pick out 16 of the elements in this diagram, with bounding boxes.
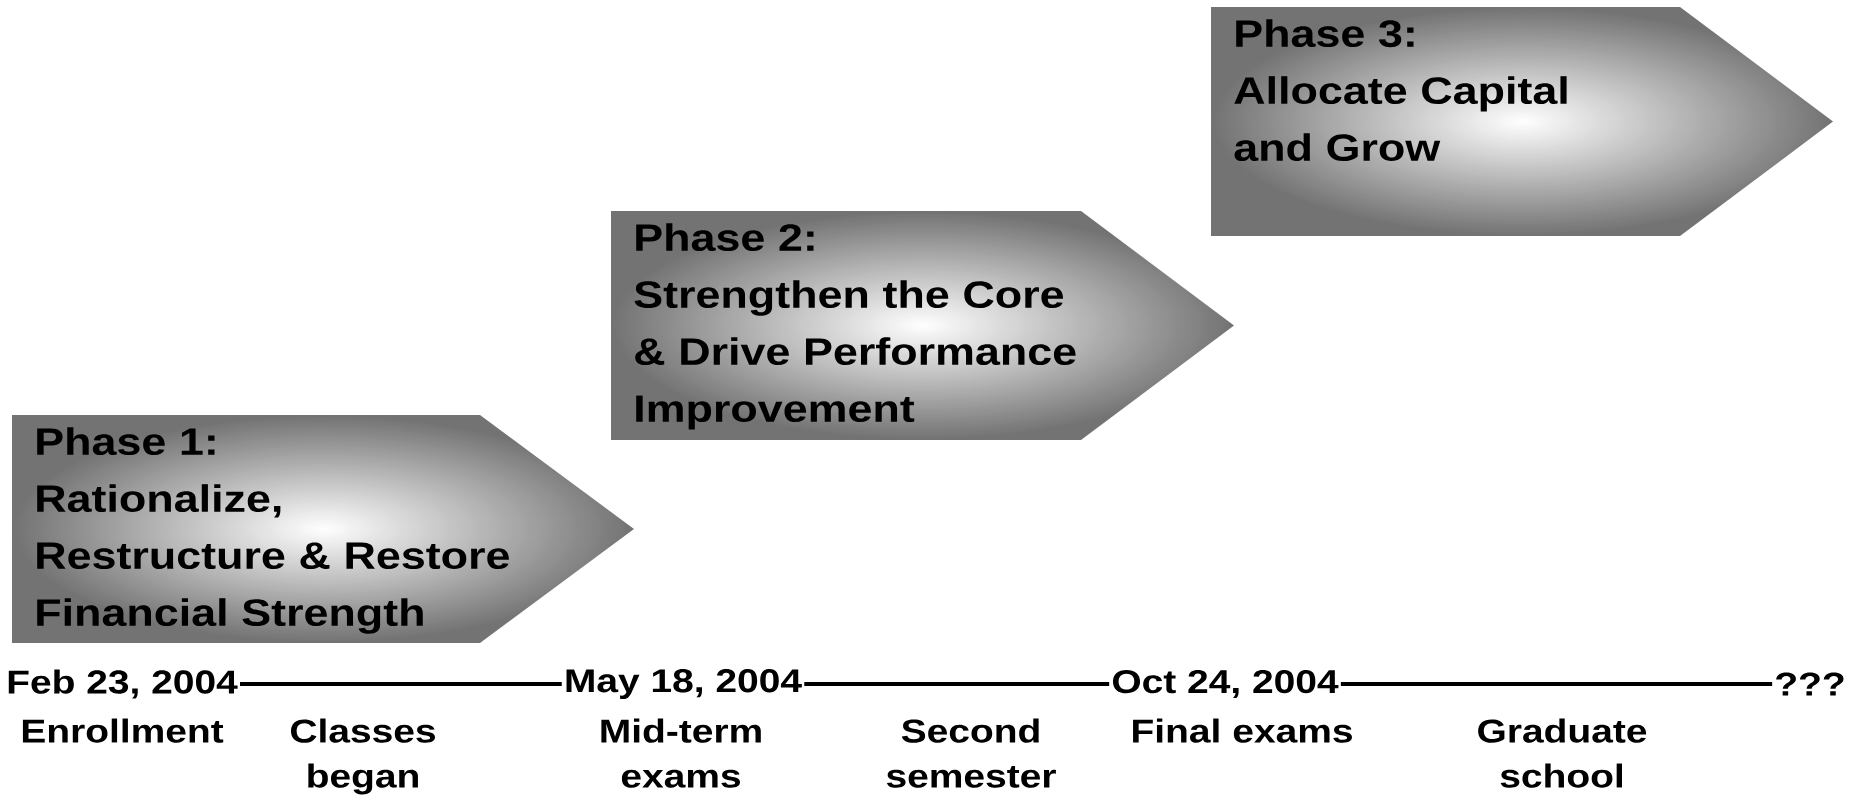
event-label: Second semester (886, 718, 1056, 788)
event-label: Final exams (1133, 718, 1352, 743)
event-label: Graduate school (1478, 718, 1647, 788)
timeline-line (1340, 682, 1773, 686)
date-label: Feb 23, 2004 (8, 669, 238, 699)
phase-arrow: Phase 2: Strengthen the Core & Drive Performance Improvement (634, 223, 1076, 430)
phase-arrow: Phase 3: Allocate Capital and Grow (1234, 19, 1567, 162)
date-label: May 18, 2004 (566, 669, 802, 699)
event-label: Classes began (291, 718, 435, 795)
event-label: Enrollment (22, 718, 224, 743)
timeline-line (240, 682, 562, 686)
date-label: Oct 24, 2004 (1112, 669, 1339, 699)
phase-arrow: Phase 1: Rationalize, Restructure & Restore Financial Strength (37, 427, 509, 634)
event-label: Mid-term exams (601, 718, 761, 788)
timeline-line (804, 682, 1110, 686)
date-label: ??? (1776, 672, 1844, 696)
